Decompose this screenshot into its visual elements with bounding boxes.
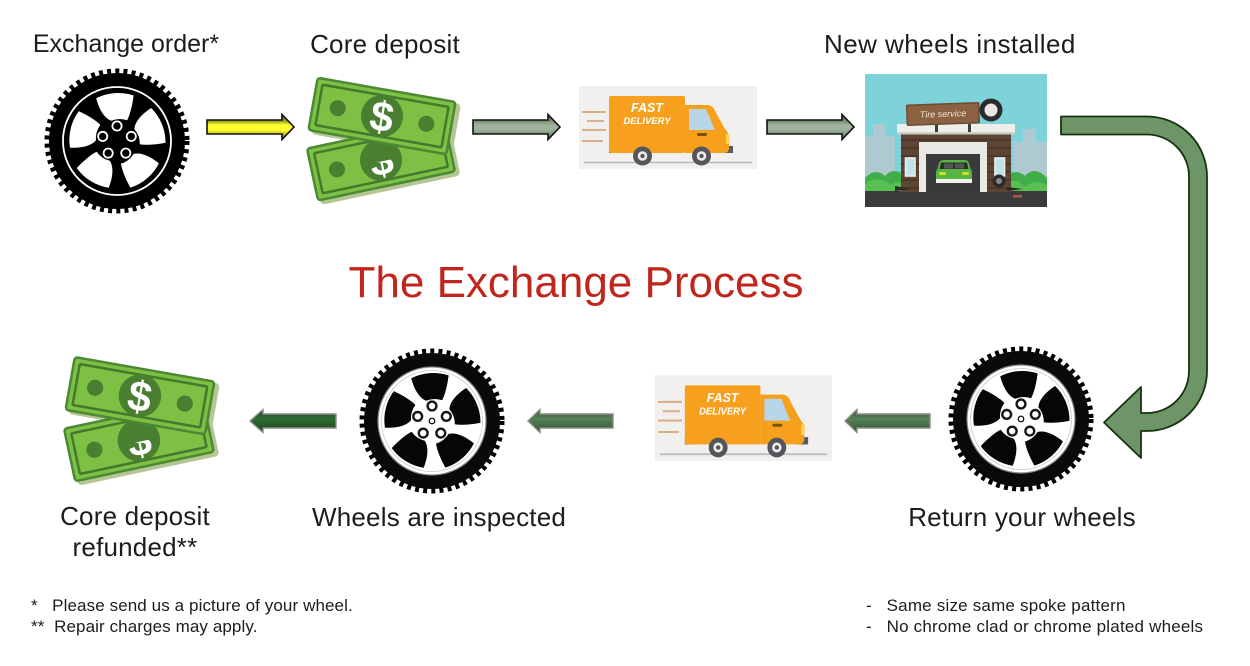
svg-text:Tire service: Tire service [920,108,967,120]
